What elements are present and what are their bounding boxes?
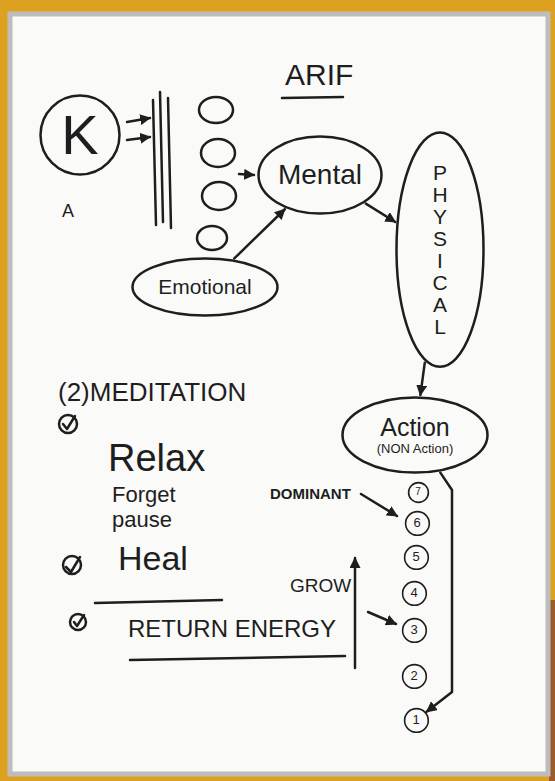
level-circle: 2 [401, 663, 428, 690]
node-text: (NON Action) [377, 442, 454, 456]
node-outline [41, 96, 120, 175]
flow-arrow [427, 473, 452, 712]
node-text: PHYSICAL [432, 162, 448, 338]
text-stack: 2 [410, 669, 417, 682]
text-stack: 7 [415, 487, 421, 497]
node-text: 6 [413, 516, 420, 529]
side-note: GROW [290, 576, 351, 597]
arrow [239, 174, 254, 175]
physical-ellipse: PHYSICAL [394, 130, 486, 369]
node-outline [402, 581, 426, 605]
empty-circle [202, 182, 236, 210]
bullet-circle [70, 614, 86, 630]
level-circle: 3 [401, 617, 428, 644]
step-note: pause [112, 508, 172, 532]
underline [95, 600, 222, 603]
level-circle: 1 [403, 707, 430, 734]
emotional-ellipse: Emotional [130, 256, 280, 318]
arrow [127, 137, 150, 140]
title-underline [282, 97, 343, 98]
node-outline [133, 259, 278, 316]
node-outline [404, 708, 428, 732]
node-outline [259, 137, 382, 214]
text-stack: K [61, 107, 98, 163]
scribble-letter: A [62, 202, 74, 222]
node-text: 5 [412, 550, 419, 563]
text-stack: 1 [412, 713, 419, 726]
check-mark [74, 615, 84, 626]
text-stack: 4 [410, 586, 417, 599]
node-outline [402, 618, 426, 642]
node-outline [408, 482, 428, 502]
node-outline [343, 398, 488, 473]
empty-circle [199, 97, 233, 123]
node-text: Mental [278, 160, 362, 191]
k-circle: K [38, 93, 122, 177]
node-text: Action [380, 414, 449, 442]
text-stack: Mental [278, 160, 362, 191]
level-circle: 4 [401, 580, 428, 607]
underline [130, 656, 345, 660]
text-stack: 3 [410, 623, 417, 636]
stroke-line [153, 100, 156, 225]
board [10, 14, 548, 774]
level-circle: 6 [404, 510, 431, 537]
flow-arrow [234, 209, 285, 258]
text-stack: 5 [412, 550, 419, 563]
side-note: DOMINANT [270, 486, 351, 503]
text-stack: Action(NON Action) [377, 414, 454, 456]
text-stack: PHYSICAL [432, 162, 448, 338]
arrow [127, 118, 150, 122]
check-mark [66, 557, 80, 572]
level-circle: 5 [403, 544, 430, 571]
node-text: Emotional [158, 275, 251, 298]
flow-arrow [420, 363, 424, 395]
level-circle: 7 [407, 481, 430, 504]
mental-ellipse: Mental [256, 134, 384, 216]
node-text: 4 [410, 586, 417, 599]
stroke-line [160, 92, 163, 222]
check-mark [63, 416, 75, 429]
node-outline [397, 133, 484, 367]
node-outline [405, 511, 429, 535]
step-label: Relax [108, 438, 205, 480]
node-text: 1 [412, 713, 419, 726]
pointer-arrow [368, 612, 396, 624]
step-label: RETURN ENERGY [128, 616, 336, 642]
text-stack: 6 [413, 516, 420, 529]
node-outline [404, 545, 428, 569]
grow-arrow [354, 558, 357, 668]
step-label: Heal [118, 540, 188, 577]
empty-circle [201, 139, 235, 167]
stroke-line [168, 98, 171, 228]
pointer-arrow [361, 494, 397, 516]
action-ellipse: Action(NON Action) [340, 395, 490, 475]
node-outline [402, 664, 426, 688]
bullet-circle [59, 415, 77, 433]
empty-circle [197, 226, 227, 250]
node-text: 3 [410, 623, 417, 636]
node-text: 7 [415, 487, 421, 497]
section-heading: (2)MEDITATION [58, 378, 246, 407]
step-note: Forget [112, 483, 176, 507]
text-stack: Emotional [158, 275, 251, 298]
flow-arrow [366, 204, 395, 222]
bullet-circle [63, 556, 81, 574]
node-text: 2 [410, 669, 417, 682]
node-text: K [61, 107, 98, 163]
title-text: ARIF [285, 58, 353, 91]
